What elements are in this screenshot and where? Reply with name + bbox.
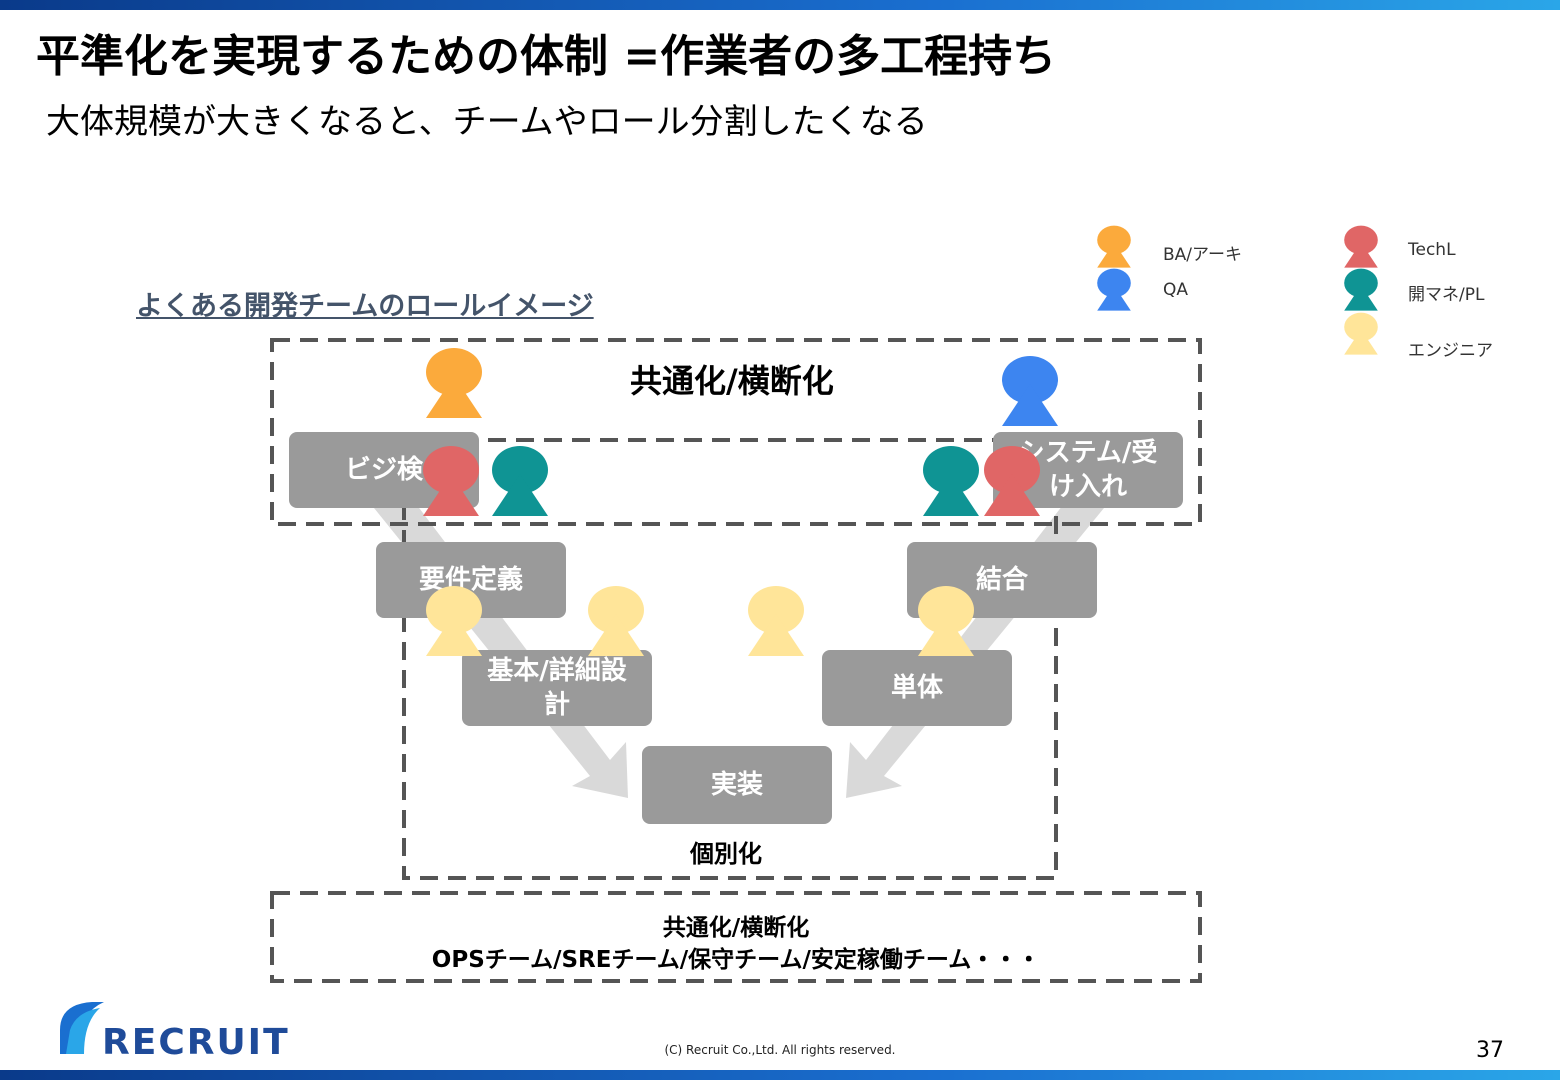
legend-engineer-label: エンジニア bbox=[1408, 341, 1493, 361]
biz-check-label: ビジ検 bbox=[344, 455, 423, 485]
individual-region bbox=[402, 438, 1058, 880]
shared-top-label: 共通化/横断化 bbox=[630, 362, 834, 400]
shared-bottom-label-1: 共通化/横断化 bbox=[662, 915, 810, 941]
implementation-box: 実装 bbox=[642, 746, 832, 824]
legend-ba-label: BA/アーキ bbox=[1163, 245, 1242, 265]
shared-bottom-region bbox=[270, 891, 1202, 983]
design-box: 基本/詳細設計 bbox=[462, 650, 652, 726]
page-number: 37 bbox=[1476, 1038, 1504, 1063]
recruit-logo-text: RECRUIT bbox=[102, 1022, 290, 1063]
page-subtitle: 大体規模が大きくなると、チームやロール分割したくなる bbox=[46, 102, 928, 142]
bottom-accent-bar bbox=[0, 1070, 1560, 1080]
unit-test-label: 単体 bbox=[890, 673, 943, 703]
legend-pl-label: 開マネ/PL bbox=[1408, 285, 1485, 305]
shared-top-region bbox=[270, 338, 1202, 526]
copyright-text: (C) Recruit Co.,Ltd. All rights reserved… bbox=[664, 1043, 896, 1057]
implementation-label: 実装 bbox=[710, 770, 763, 800]
legend-qa-label: QA bbox=[1163, 280, 1189, 300]
page-title: 平準化を実現するための体制 =作業者の多工程持ち bbox=[36, 31, 1057, 82]
shared-bottom-label-2: OPSチーム/SREチーム/保守チーム/安定稼働チーム・・・ bbox=[431, 947, 1041, 973]
requirements-label: 要件定義 bbox=[418, 565, 523, 595]
individual-label: 個別化 bbox=[690, 840, 762, 868]
unit-test-box: 単体 bbox=[822, 650, 1012, 726]
top-accent-bar bbox=[0, 0, 1560, 10]
design-label: 基本/詳細設計 bbox=[487, 656, 627, 720]
legend-techl-label: TechL bbox=[1408, 240, 1456, 260]
integration-label: 結合 bbox=[975, 565, 1028, 595]
system-acceptance-label: システム/受け入れ bbox=[1018, 438, 1158, 502]
section-caption: よくある開発チームのロールイメージ bbox=[136, 291, 594, 322]
